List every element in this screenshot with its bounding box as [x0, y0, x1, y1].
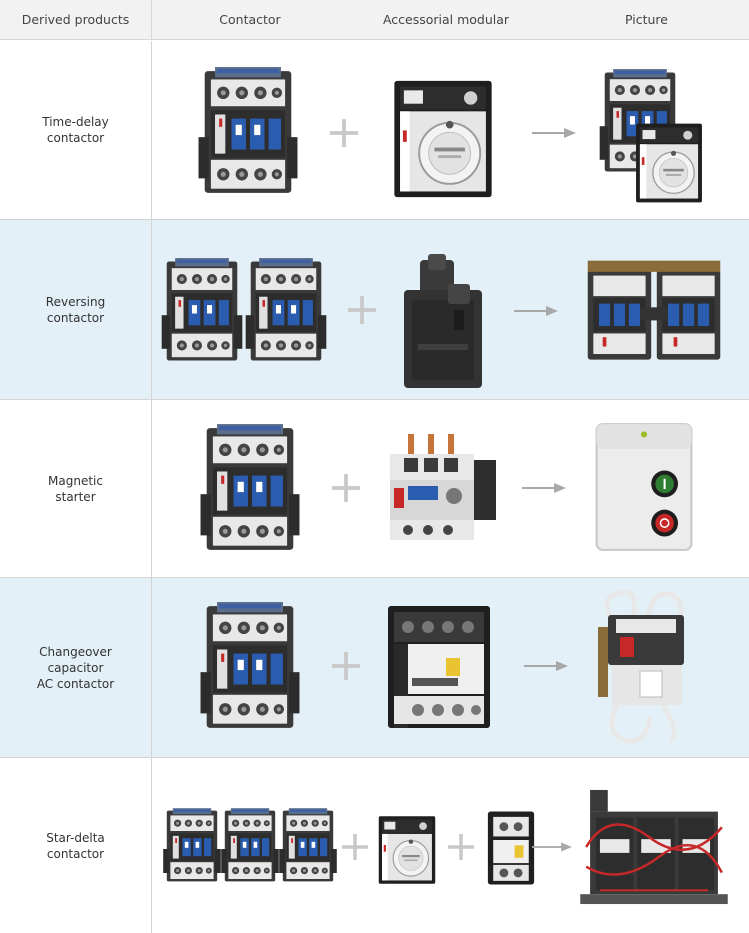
arrow-right-icon — [522, 483, 566, 493]
row-label: Reversing contactor — [45, 294, 106, 325]
magnetic-starter-image — [592, 420, 696, 554]
plus-icon — [348, 296, 376, 324]
row-label-cell: Magnetic starter — [0, 400, 152, 577]
contactor-image — [244, 256, 328, 366]
row-label-cell: Time-delay contactor — [0, 41, 152, 219]
contactor-image — [198, 600, 302, 734]
timer-module-image — [374, 814, 440, 886]
row-changeover-capacitor-contactor: Changeover capacitor AC contactor — [0, 578, 749, 758]
plus-icon — [332, 652, 360, 680]
contactor-image — [160, 256, 244, 366]
row-label-cell: Changeover capacitor AC contactor — [0, 578, 152, 757]
plus-icon — [448, 834, 474, 860]
contactor-image — [198, 422, 302, 556]
plus-icon — [342, 834, 368, 860]
arrow-right-icon — [532, 128, 576, 138]
capacitor-contactor-image — [590, 584, 700, 750]
header-accessorial-modular: Accessorial modular — [382, 12, 510, 27]
header-contactor: Contactor — [219, 12, 281, 27]
time-delay-contactor-image — [598, 67, 712, 205]
header-derived-products: Derived products — [0, 0, 152, 40]
contactor-image — [162, 806, 222, 886]
row-content — [152, 758, 749, 933]
header-picture: Picture — [625, 12, 668, 27]
star-delta-contactor-image — [580, 788, 728, 906]
plus-icon — [330, 119, 358, 147]
row-label-cell: Reversing contactor — [0, 220, 152, 399]
arrow-right-icon — [514, 306, 558, 316]
row-star-delta-contactor: Star-delta contactor — [0, 758, 749, 933]
auxiliary-block-image — [384, 602, 494, 732]
contactor-image — [196, 65, 300, 199]
timer-module-image — [388, 77, 498, 201]
interlock-image — [398, 254, 488, 394]
row-label: Time-delay contactor — [42, 115, 109, 145]
row-content — [152, 41, 749, 219]
contactor-image — [278, 806, 338, 886]
row-label: Changeover capacitor AC contactor — [36, 644, 115, 691]
row-label: Star-delta contactor — [46, 830, 105, 861]
thermal-relay-image — [378, 432, 498, 542]
arrow-right-icon — [532, 842, 572, 852]
table-header: Derived products Contactor Accessorial m… — [0, 0, 749, 40]
row-reversing-contactor: Reversing contactor — [0, 220, 749, 400]
row-label: Magnetic starter — [48, 473, 103, 504]
row-content — [152, 400, 749, 577]
arrow-right-icon — [524, 661, 568, 671]
row-time-delay-contactor: Time-delay contactor — [0, 41, 749, 220]
auxiliary-block-image — [484, 808, 538, 888]
contactor-image — [220, 806, 280, 886]
row-content — [152, 578, 749, 757]
row-content — [152, 220, 749, 399]
reversing-contactor-image — [584, 260, 724, 364]
plus-icon — [332, 474, 360, 502]
row-label-cell: Star-delta contactor — [0, 758, 152, 933]
row-magnetic-starter: Magnetic starter — [0, 400, 749, 578]
